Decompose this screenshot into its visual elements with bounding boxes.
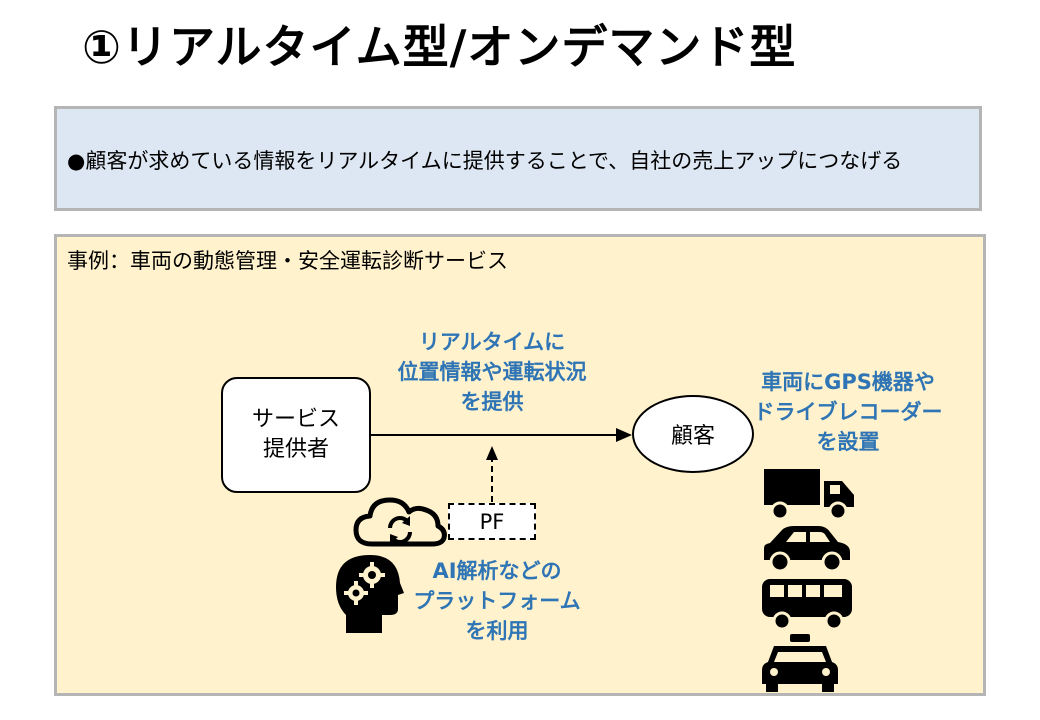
platform-box: PF xyxy=(448,503,536,540)
ai-annotation-line-1: AI解析などの xyxy=(432,559,562,583)
arrow-annotation-line-3: を提供 xyxy=(460,390,524,414)
provider-label-line-2: 提供者 xyxy=(262,437,329,462)
arrow-annotation: リアルタイムに 位置情報や運転状況 を提供 xyxy=(372,327,612,417)
customer-label: 顧客 xyxy=(670,424,715,449)
example-title: 事例：車両の動態管理・安全運転診断サービス xyxy=(67,249,508,273)
platform-arrowhead xyxy=(486,446,498,460)
platform-label: PF xyxy=(479,509,505,534)
ai-annotation-line-3: を利用 xyxy=(465,619,529,643)
customer-node: 顧客 xyxy=(632,395,754,473)
bus-icon xyxy=(762,579,852,631)
service-provider-box: サービス 提供者 xyxy=(221,377,371,493)
summary-box: ●顧客が求めている情報をリアルタイムに提供することで、自社の売上アップにつなげる xyxy=(54,106,982,211)
ai-head-gears-icon xyxy=(336,555,404,633)
truck-icon xyxy=(764,469,854,521)
arrow-annotation-line-1: リアルタイムに xyxy=(418,330,566,354)
car-icon xyxy=(764,526,850,573)
device-annotation-line-3: を設置 xyxy=(816,430,880,454)
cloud-sync-icon xyxy=(353,497,447,547)
device-annotation-line-2: ドライブレコーダー xyxy=(753,400,943,424)
ai-annotation-line-2: プラットフォーム xyxy=(413,589,581,613)
device-annotation: 車両にGPS機器や ドライブレコーダー を設置 xyxy=(728,367,968,457)
summary-text: ●顧客が求めている情報をリアルタイムに提供することで、自社の売上アップにつなげる xyxy=(67,149,903,173)
taxi-icon xyxy=(762,634,838,692)
slide-title: ①リアルタイム型/オンデマンド型 xyxy=(82,20,797,74)
arrow-annotation-line-2: 位置情報や運転状況 xyxy=(397,360,587,384)
ai-annotation: AI解析などの プラットフォーム を利用 xyxy=(392,556,602,646)
device-annotation-line-1: 車両にGPS機器や xyxy=(761,370,935,394)
provision-arrowhead xyxy=(616,428,632,442)
provider-label-line-1: サービス xyxy=(251,407,340,432)
